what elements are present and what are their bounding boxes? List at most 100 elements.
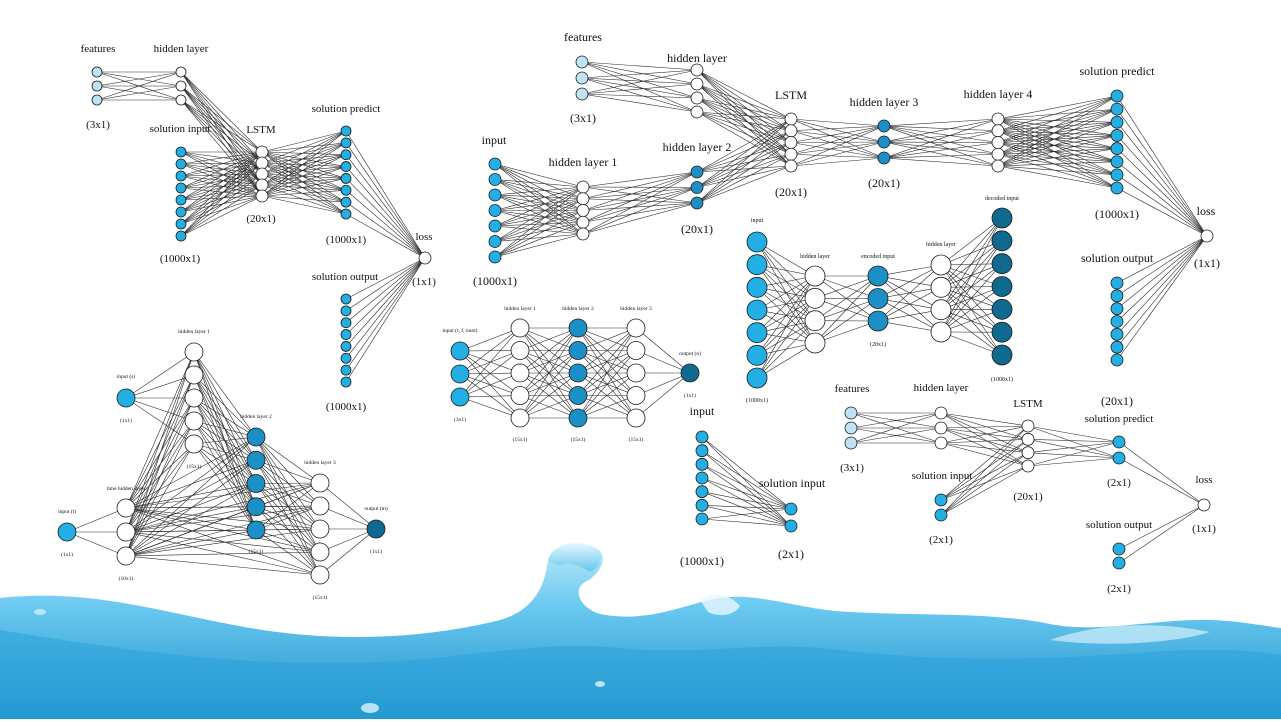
features-node [845, 437, 857, 449]
lstm-node [256, 179, 268, 191]
solution-predict-node [1111, 169, 1123, 181]
dim-solution-predict: (1000x1) [326, 234, 367, 246]
dim-solution-predict: (2x1) [1107, 477, 1131, 489]
dim-encoded-input: (20x1) [870, 341, 886, 348]
label-input: input (t, f, num) [443, 327, 478, 334]
connection-edge [346, 258, 425, 323]
label-input: input [690, 404, 715, 418]
hidden-layer-a-node [805, 266, 825, 286]
connection-edge [1117, 175, 1207, 236]
output-node [367, 520, 385, 538]
connection-edge [181, 72, 262, 163]
input-node [489, 251, 501, 263]
solution-predict-node [341, 126, 351, 136]
hidden-layer-2-node [569, 342, 587, 360]
hidden-layer-1-node [185, 389, 203, 407]
label-solution-input: solution input [150, 123, 211, 135]
hidden-layer-4-node [992, 113, 1004, 125]
connection-edge [126, 508, 320, 575]
dim-decoded-input: (1000x1) [991, 376, 1013, 383]
dim-lstm: (20x1) [1013, 491, 1043, 503]
input-node [489, 174, 501, 186]
connection-edge [194, 375, 256, 437]
features-node [576, 56, 588, 68]
solution-input-node [176, 195, 186, 205]
connection-edge [702, 509, 791, 519]
solution-output-node [1111, 316, 1123, 328]
hidden-layer-b-node [931, 255, 951, 275]
connection-edge [194, 444, 256, 460]
connection-edge [791, 126, 884, 166]
input-node [696, 499, 708, 511]
features-node [576, 72, 588, 84]
connection-edge [583, 172, 697, 234]
hidden-layer-node [176, 67, 186, 77]
solution-predict-node [1111, 143, 1123, 155]
loss-node [1201, 230, 1213, 242]
connection-edge [460, 328, 520, 397]
label-features: features [81, 43, 116, 55]
hidden-layer-2-node [691, 182, 703, 194]
label-time-hidden-layer: time hidden layer [107, 486, 146, 492]
label-hidden-layer-4: hidden layer 4 [964, 87, 1033, 101]
input-node [747, 345, 767, 365]
water-wave-illustration [0, 543, 1281, 719]
hidden-layer-4-node [992, 125, 1004, 137]
lstm-node [256, 190, 268, 202]
label-hidden-layer-3: hidden layer 3 [850, 95, 919, 109]
hidden-layer-node [691, 92, 703, 104]
input-node [696, 486, 708, 498]
input-node [696, 472, 708, 484]
connection-edge [583, 187, 697, 188]
hidden-layer-node [935, 407, 947, 419]
dim-features: (3x1) [86, 119, 110, 131]
connection-edge [583, 203, 697, 234]
loss-node [419, 252, 431, 264]
connection-edge [582, 70, 697, 78]
label-features: features [835, 383, 870, 395]
hidden-layer-3-node [311, 474, 329, 492]
hidden-layer-2-node [569, 319, 587, 337]
input-s-node [117, 389, 135, 407]
lstm-node [785, 113, 797, 125]
label-decoded-input: decoded input [985, 196, 1019, 202]
solution-predict-node [1111, 156, 1123, 168]
solution-predict-node [341, 150, 351, 160]
connection-edge [262, 196, 346, 202]
hidden-layer-1-node [511, 319, 529, 337]
solution-predict-node [1111, 182, 1123, 194]
dim-hidden-layer-2: (15x1) [571, 436, 586, 443]
input-node [747, 277, 767, 297]
dim-hidden-layer-2: (15x1) [249, 548, 264, 555]
hidden-layer-b-node [931, 322, 951, 342]
label-input-t: input (t) [58, 508, 76, 515]
time-hidden-layer-node [117, 499, 135, 517]
label-lstm: LSTM [775, 88, 807, 102]
input-node [451, 365, 469, 383]
connection-edge [582, 94, 697, 112]
lstm-node [1022, 447, 1034, 459]
solution-predict-node [341, 138, 351, 148]
connection-edge [1117, 149, 1207, 236]
dim-hidden-layer-1: (15x1) [187, 463, 202, 470]
input-node [696, 445, 708, 457]
connection-edge [998, 135, 1117, 166]
dim-input-t: (1x1) [61, 551, 73, 558]
solution-input-node [785, 520, 797, 532]
solution-predict-node [1111, 103, 1123, 115]
hidden-layer-node [691, 78, 703, 90]
dim-loss: (1x1) [412, 276, 436, 288]
input-node [489, 158, 501, 170]
input-node [489, 220, 501, 232]
label-solution-output: solution output [312, 271, 378, 283]
hidden-layer-4-node [992, 160, 1004, 172]
hidden-layer-3-node [311, 497, 329, 515]
dim-solution-output: (20x1) [1101, 394, 1133, 408]
connection-edge [1028, 442, 1119, 453]
connection-edge [181, 72, 262, 152]
dim-lstm: (20x1) [246, 213, 276, 225]
lstm-node [256, 146, 268, 158]
dim-input: (3x1) [454, 416, 466, 423]
